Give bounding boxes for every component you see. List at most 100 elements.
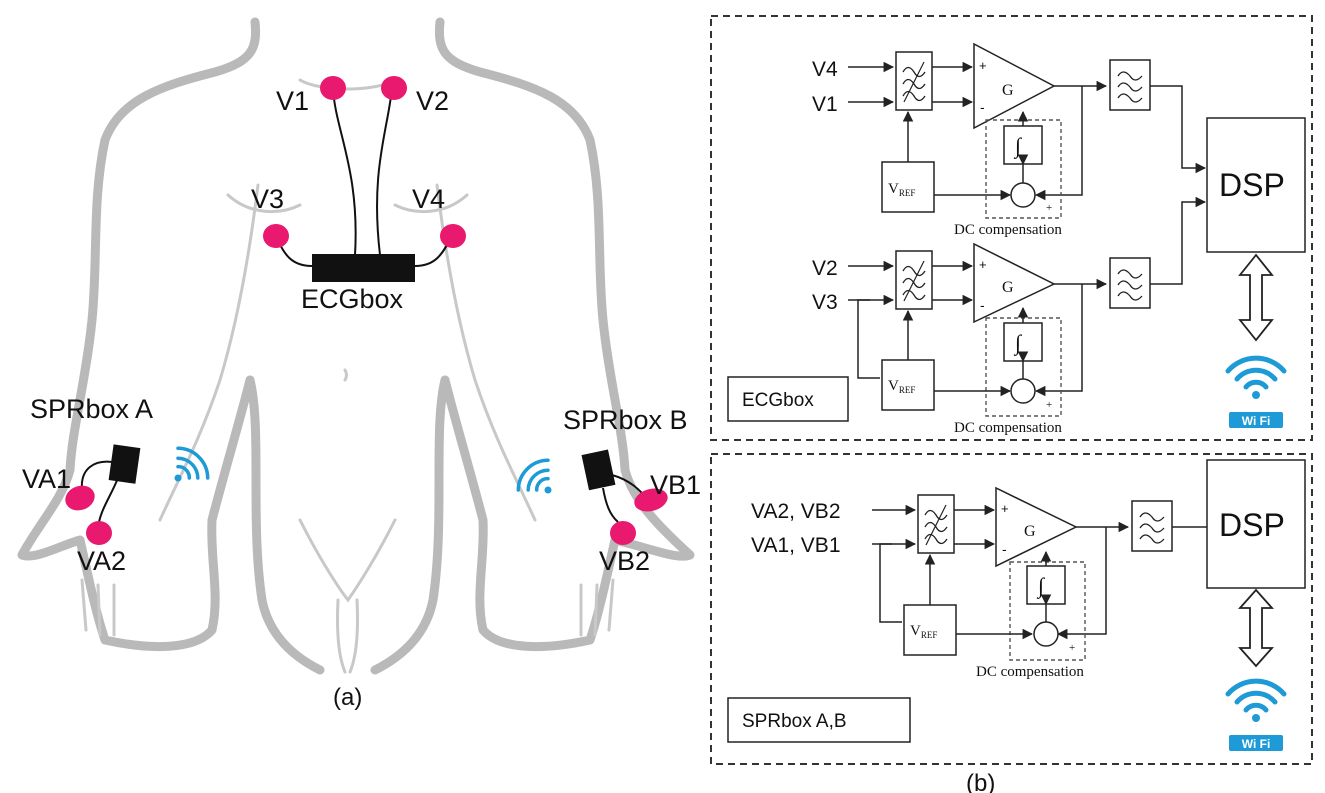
- gain-amplifier: [995, 486, 1078, 568]
- electrode-v1: [320, 76, 346, 100]
- plus-sign: +: [979, 257, 987, 272]
- v2-lead: [376, 87, 393, 256]
- electrode-va1: [65, 485, 95, 511]
- ecgbox-label: ECGbox: [742, 390, 814, 411]
- sum-plus: +: [1046, 399, 1052, 411]
- wifi-icon: Wi Fi: [1225, 678, 1287, 751]
- spr-box-a: [108, 444, 141, 484]
- ecg-input-v2: V2: [812, 257, 838, 280]
- minus-sign: -: [980, 99, 985, 115]
- input-filter: [895, 51, 933, 111]
- label-spr-box-a: SPRbox A: [30, 394, 153, 424]
- output-filter: [1131, 500, 1173, 552]
- integrator-symbol: ∫: [1013, 133, 1023, 159]
- gain-amplifier: [973, 42, 1056, 130]
- ecg-channel-1: [848, 42, 1207, 219]
- dc-compensation-label: DC compensation: [954, 222, 1062, 238]
- summing-node: [1033, 621, 1059, 647]
- plus-sign: +: [979, 58, 987, 73]
- output-filter: [1109, 257, 1151, 309]
- wifi-icon: Wi Fi: [1225, 355, 1287, 428]
- label-vb2: VB2: [599, 546, 650, 576]
- ref-tap: [857, 299, 880, 379]
- bidirectional-arrow: [1237, 588, 1275, 668]
- summing-node: [1010, 182, 1036, 208]
- spr-box-b-assembly: [581, 449, 668, 545]
- minus-sign: -: [1002, 541, 1007, 557]
- vb2-lead: [602, 487, 619, 523]
- vref-label: VREF: [910, 623, 937, 640]
- sprbox-label: SPRbox A,B: [742, 711, 847, 732]
- gain-label: G: [1002, 279, 1014, 296]
- ecg-electrodes: [263, 76, 466, 282]
- electrode-vb1: [634, 488, 668, 512]
- ecg-box: [312, 254, 415, 282]
- sprbox-label-box: [727, 697, 911, 743]
- input-filter: [917, 494, 955, 554]
- integrator: [1003, 322, 1043, 362]
- integrator-symbol: ∫: [1013, 330, 1023, 356]
- vref-source: [881, 161, 935, 213]
- va2-lead: [97, 477, 119, 529]
- spr-channel: [872, 486, 1207, 661]
- label-ecgbox: ECGbox: [301, 284, 404, 314]
- electrode-v2: [381, 76, 407, 100]
- label-v1: V1: [276, 86, 309, 116]
- sum-plus: +: [1046, 202, 1052, 214]
- summing-node: [1010, 378, 1036, 404]
- ecgbox-label-box: [727, 376, 849, 422]
- spr-box-b: [581, 449, 616, 491]
- electrode-v3: [263, 224, 289, 248]
- ecg-input-v4: V4: [812, 58, 838, 81]
- plus-sign: +: [1001, 501, 1009, 516]
- dc-compensation-block: [1009, 561, 1086, 661]
- vref-source: [903, 604, 957, 656]
- wifi-signal-icon: [516, 458, 552, 494]
- integrator: [1003, 125, 1043, 165]
- electrode-va2: [86, 521, 112, 545]
- ecg-input-v3: V3: [812, 291, 838, 314]
- wifi-signal-icon: [174, 446, 210, 482]
- integrator-symbol: ∫: [1036, 573, 1046, 599]
- dsp-label: DSP: [1219, 507, 1285, 543]
- gain-label: G: [1024, 523, 1036, 540]
- minus-sign: -: [980, 297, 985, 313]
- dsp-label: DSP: [1219, 167, 1285, 203]
- label-va2: VA2: [77, 546, 126, 576]
- dc-compensation-label: DC compensation: [954, 420, 1062, 436]
- v1-lead: [332, 87, 357, 256]
- va1-lead: [80, 460, 113, 491]
- integrator: [1026, 565, 1066, 605]
- dsp-block: [1206, 117, 1306, 253]
- vref-source: [881, 359, 935, 411]
- electrode-v4: [440, 224, 466, 248]
- label-spr-box-b: SPRbox B: [563, 405, 688, 435]
- ecg-input-v1: V1: [812, 93, 838, 116]
- gain-amplifier: [973, 242, 1056, 324]
- bidirectional-arrow: [1238, 253, 1274, 342]
- input-filter: [895, 250, 933, 310]
- sum-plus: +: [1069, 642, 1075, 654]
- label-v2: V2: [416, 86, 449, 116]
- wifi-badge: Wi Fi: [1242, 737, 1271, 751]
- ecg-channel-2: [848, 196, 1207, 417]
- body-silhouette: [17, 17, 695, 675]
- vref-label: VREF: [888, 378, 915, 395]
- ref-tap: [879, 543, 902, 623]
- dc-compensation-label: DC compensation: [976, 664, 1084, 680]
- spr-input-top: VA2, VB2: [751, 500, 841, 523]
- wifi-badge: Wi Fi: [1242, 414, 1271, 428]
- electrode-vb2: [610, 521, 636, 545]
- label-v3: V3: [251, 184, 284, 214]
- vref-label: VREF: [888, 181, 915, 198]
- gain-label: G: [1002, 82, 1014, 99]
- output-filter: [1109, 59, 1151, 111]
- spr-input-bottom: VA1, VB1: [751, 534, 841, 557]
- caption-b: (b): [966, 770, 995, 793]
- ecg-block-frame: [710, 15, 1313, 441]
- dsp-block: [1206, 459, 1306, 589]
- label-v4: V4: [412, 184, 445, 214]
- label-va1: VA1: [22, 464, 71, 494]
- spr-block-frame: [710, 453, 1313, 765]
